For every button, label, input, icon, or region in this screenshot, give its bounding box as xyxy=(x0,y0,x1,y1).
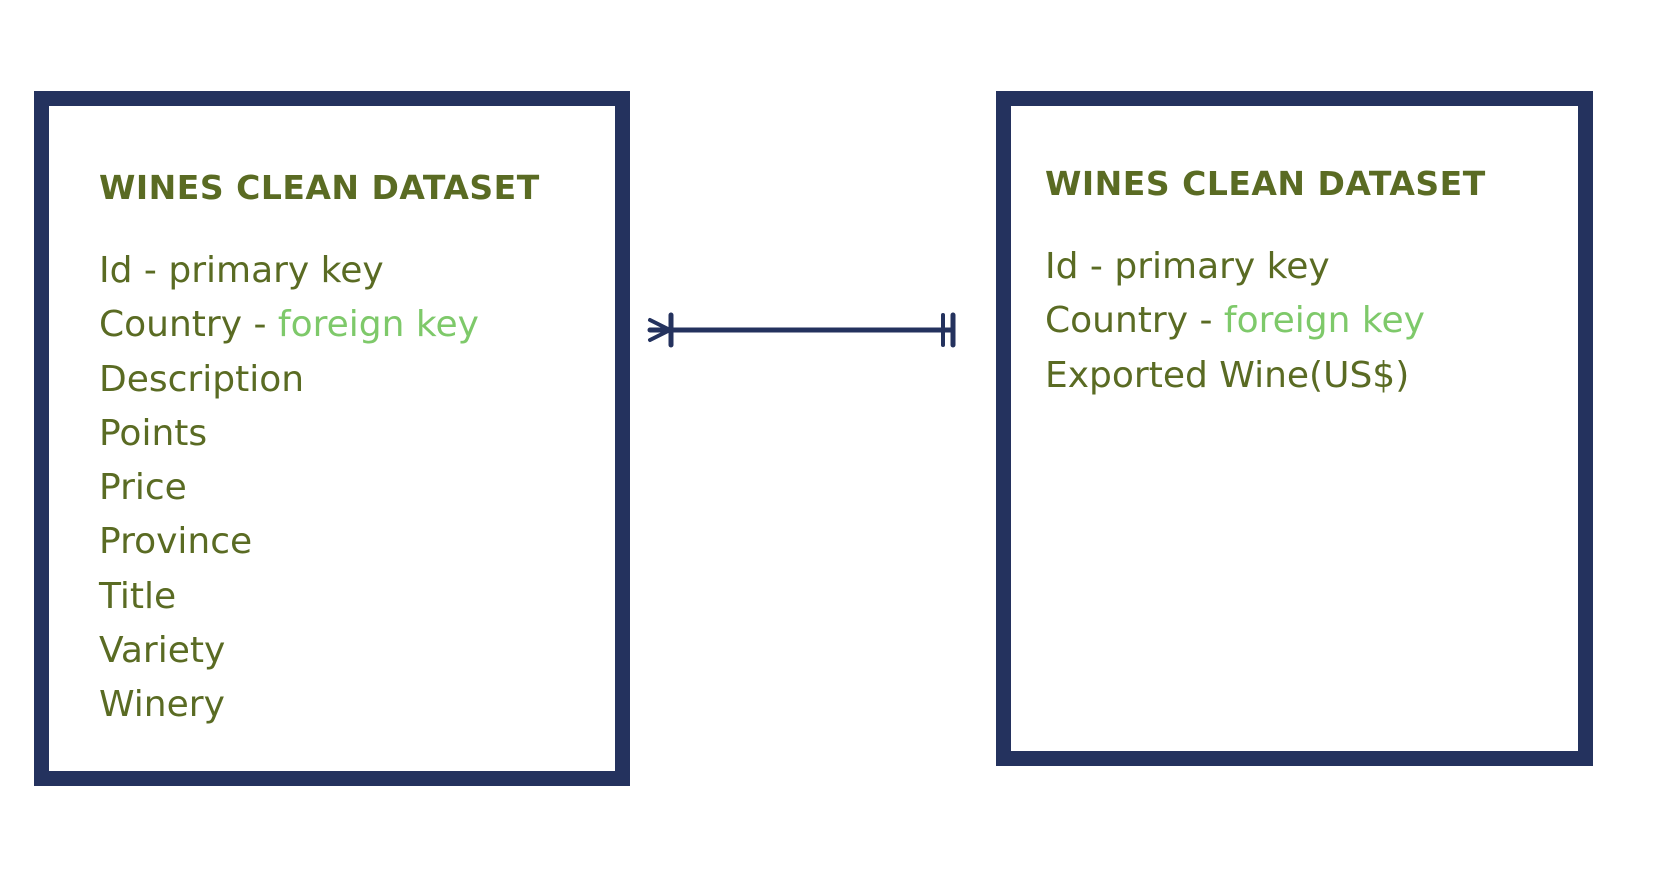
field-description: Description xyxy=(99,358,305,400)
entity-wines-clean-dataset-left: WINES CLEAN DATASET Id - primary key Cou… xyxy=(34,91,630,786)
field-province: Province xyxy=(99,521,253,563)
field-variety: Variety xyxy=(99,630,226,672)
entity-wines-clean-dataset-right: WINES CLEAN DATASET Id - primary key Cou… xyxy=(996,91,1593,766)
field-winery: Winery xyxy=(99,684,225,726)
field-list: Id - primary key Country - foreign key E… xyxy=(1045,240,1425,403)
field-title: Title xyxy=(99,575,177,617)
one-and-only-one-icon xyxy=(941,312,956,348)
field-id: Id - primary key xyxy=(1045,246,1330,287)
foreign-key-label: foreign key xyxy=(1223,300,1425,342)
field-country: Country - foreign key xyxy=(99,304,479,346)
field-exported-wine: Exported Wine(US$) xyxy=(1045,354,1410,396)
crows-foot-many-icon xyxy=(648,312,674,348)
field-id: Id - primary key xyxy=(99,250,384,291)
field-price: Price xyxy=(99,467,187,509)
entity-title: WINES CLEAN DATASET xyxy=(99,168,540,207)
field-list: Id - primary key Country - foreign key D… xyxy=(99,244,479,733)
foreign-key-label: foreign key xyxy=(277,304,479,346)
relationship-connector xyxy=(647,312,956,348)
entity-title: WINES CLEAN DATASET xyxy=(1045,164,1486,203)
field-points: Points xyxy=(99,412,208,454)
field-country: Country - foreign key xyxy=(1045,300,1425,342)
